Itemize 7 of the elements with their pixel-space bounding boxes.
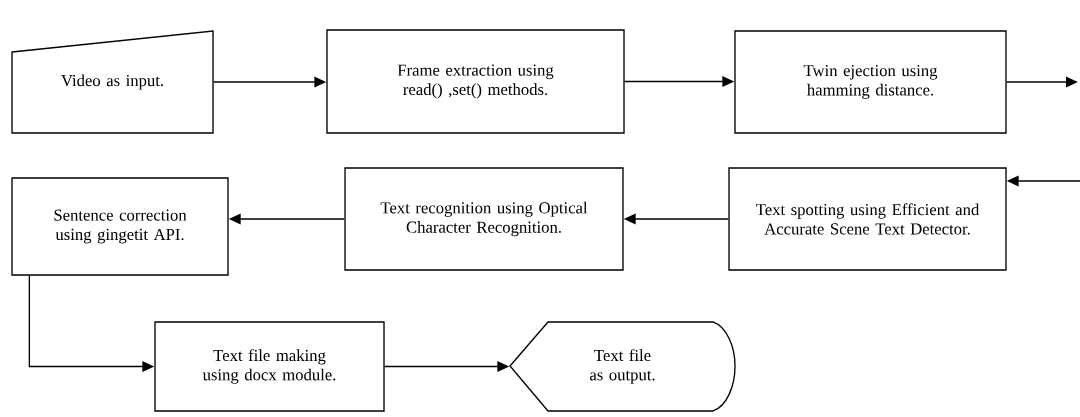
process-box: Text file making using docx module. <box>154 321 385 412</box>
process-box: Text recognition using Optical Character Recognition. <box>344 167 624 271</box>
arrow <box>1006 76 1078 88</box>
process-box: Text spotting using Efficient and Accurate Scene Text Detector. <box>728 167 1007 271</box>
process-box: Frame extraction using read() ,set() methods. <box>326 29 625 134</box>
process-box: Twin ejection using hamming distance. <box>734 30 1007 134</box>
process-box: Sentence correction using gingetit API. <box>11 177 229 276</box>
